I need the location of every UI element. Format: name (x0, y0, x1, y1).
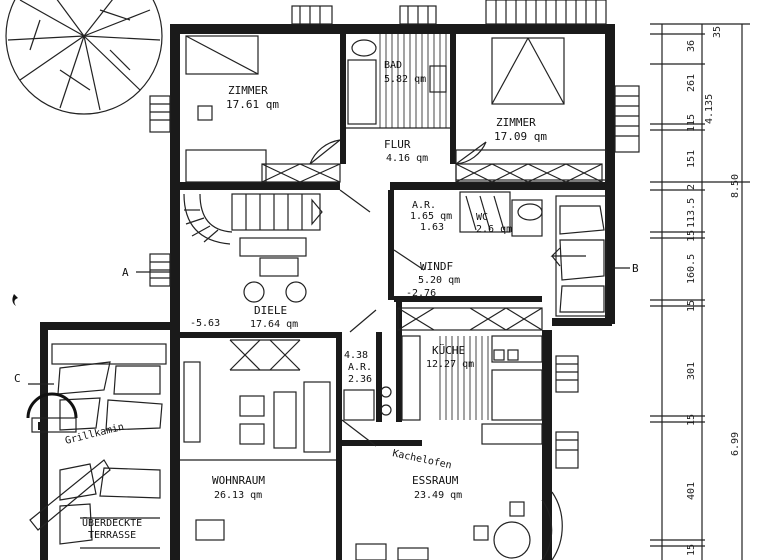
room-essraum-name: ESSRAUM (412, 474, 459, 487)
living-furniture (180, 361, 336, 541)
dim-850: 8.50 (730, 174, 741, 198)
windows-side (149, 85, 640, 469)
dimension-lines (650, 23, 750, 560)
room-ar1-name: A.R. (412, 200, 436, 211)
room-bad-area: 5.82 qm (384, 74, 426, 85)
room-zimmer1-name: ZIMMER (228, 84, 268, 97)
section-marker-a: A (122, 266, 129, 279)
dim-15d: 15 (686, 544, 697, 556)
section-marker-b: B (632, 262, 639, 275)
room-diele-area: 17.64 qm (250, 319, 298, 330)
tree-symbol (5, 0, 163, 115)
room-kueche-area: 12.27 qm (426, 359, 474, 370)
dim-699: 6.99 (730, 432, 741, 456)
dim-1605: 160.5 (686, 254, 697, 284)
room-winde-level: -2.76 (406, 288, 436, 299)
bath-tiles (379, 34, 447, 128)
label-terrasse-2: TERRASSE (88, 530, 136, 541)
dim-115a: 115 (686, 114, 697, 132)
dining-furniture (355, 491, 563, 560)
interior-walls (180, 34, 605, 560)
outer-walls (170, 24, 615, 560)
room-kueche-name: KÜCHE (432, 344, 465, 357)
room-wohnraum-area: 26.13 qm (214, 490, 262, 501)
dim-261: 261 (686, 74, 697, 92)
dim-301: 301 (686, 362, 697, 380)
dim-15c: 15 (686, 414, 697, 426)
north-arrow-icon (12, 294, 18, 306)
room-wohnraum-name: WOHNRAUM (212, 474, 265, 487)
terrace (26, 322, 170, 560)
room-flur-area: 4.16 qm (386, 153, 428, 164)
dim-36: 36 (686, 40, 697, 52)
staircase (183, 193, 323, 245)
dim-2: 2 (686, 184, 697, 190)
room-essraum-area: 23.49 qm (414, 490, 462, 501)
room-bad-name: BAD (384, 60, 402, 71)
kitchen-counters (401, 335, 543, 445)
room-winde-name: WINDF (420, 260, 453, 273)
dim-35: 35 (712, 26, 723, 38)
bath-fixtures (346, 39, 450, 129)
room-flur-name: FLUR (384, 138, 411, 151)
room-ar2-name: A.R. (348, 362, 372, 373)
section-lines (28, 267, 630, 385)
wc-fixtures (459, 191, 543, 237)
dim-151: 151 (686, 150, 697, 168)
room-zimmer2-name: ZIMMER (496, 116, 536, 129)
room-zimmer2-area: 17.09 qm (494, 130, 547, 143)
section-marker-c: C (14, 372, 21, 385)
entrance-stones (550, 195, 607, 317)
room-ar1-height: 1.63 (420, 222, 444, 233)
dim-15b: 15 (686, 300, 697, 312)
room-diele-name: DIELE (254, 304, 287, 317)
label-terrasse-1: ÜBERDECKTE (82, 516, 142, 529)
dim-1135: 113.5 (686, 198, 697, 228)
room-ar2-height: 4.38 (344, 350, 368, 361)
bedroom-furniture (185, 35, 607, 183)
room-winde-area: 5.20 qm (418, 275, 460, 286)
windows-top (291, 0, 607, 25)
diele-furniture (229, 237, 307, 371)
label-kachelofen: Kachelofen (391, 448, 452, 471)
room-wc-area: 2.6 qm (476, 224, 512, 235)
dim-401: 401 (686, 482, 697, 500)
room-wc-name: WC (476, 212, 488, 223)
dim-4135: 4.135 (704, 94, 715, 124)
storage-shelves (343, 386, 392, 421)
room-ar1-area: 1.65 qm (410, 211, 452, 222)
room-ar2-area: 2.36 (348, 374, 372, 385)
kitchen-tiles (439, 336, 489, 420)
room-zimmer1-area: 17.61 qm (226, 98, 279, 111)
closets (261, 163, 603, 331)
dim-15a: 15 (686, 230, 697, 242)
label-grillkamin: Grillkamin (64, 422, 125, 447)
room-diele-level: -5.63 (190, 318, 220, 329)
doors (309, 139, 487, 447)
